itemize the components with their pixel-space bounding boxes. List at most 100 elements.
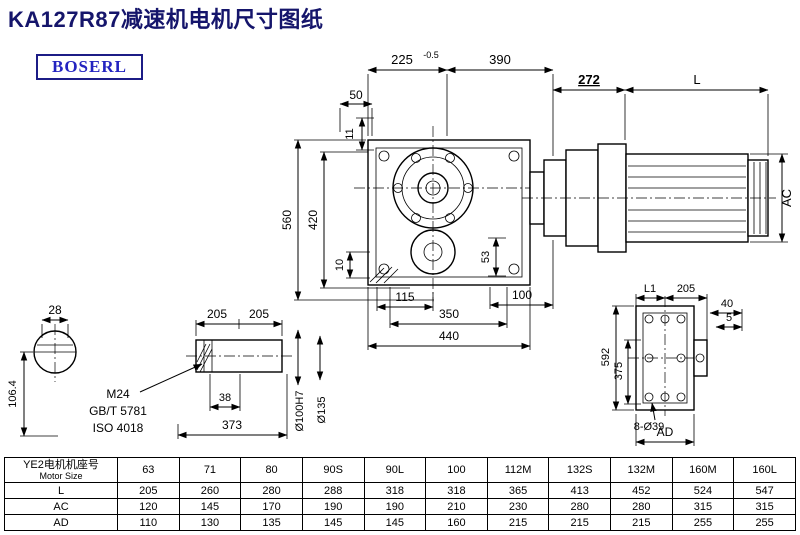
motor-frame-column-header: 132S [548,457,611,483]
dim-38-label: 38 [219,392,231,404]
dimension-value-cell: 215 [610,514,673,531]
dim-373-label: 373 [222,418,242,432]
top-dimensions: 225 -0.5 390 272 L 50 11 [339,50,769,156]
dimension-value-cell: 230 [486,498,550,515]
dim-272-label: 272 [578,72,600,87]
dimension-value-cell: 190 [363,498,427,515]
dimension-value-cell: 170 [240,498,303,515]
motor-frame-column-header: 112M [486,457,550,483]
corner-label-en: Motor Size [39,471,83,482]
dim-100-label: 100 [512,288,532,302]
dimension-value-cell: 160 [425,514,488,531]
dim-50-label: 50 [349,88,363,102]
dim-560-label: 560 [280,210,294,230]
dimension-value-cell: 145 [363,514,427,531]
dimension-value-cell: 205 [117,482,180,499]
dimension-value-cell: 215 [548,514,611,531]
dim-8-phi39-label: 8-Ø39 [634,421,665,433]
dim-l1-label: L1 [644,283,656,295]
page-title: KA127R87减速机电机尺寸图纸 [8,7,324,32]
dim-420-label: 420 [306,210,320,230]
dimension-value-cell: 318 [363,482,427,499]
dimension-value-cell: 255 [671,514,735,531]
dim-28-label: 28 [48,303,62,317]
dim-40-label: 40 [721,298,733,310]
thread-spec-iso: ISO 4018 [93,421,144,435]
dimension-value-cell: 280 [240,482,303,499]
dim-592-label: 592 [600,348,612,366]
dimension-value-cell: 145 [178,498,242,515]
output-flange-view: L1 205 40 5 592 375 8-Ø39 AD [600,283,743,446]
dimension-value-cell: 318 [425,482,488,499]
gearbox-front-view [354,126,548,302]
dimension-value-cell: 452 [610,482,673,499]
dimension-value-cell: 210 [425,498,488,515]
dimension-value-cell: 315 [733,498,796,515]
bottom-dimensions: 115 53 100 350 440 [367,237,554,350]
row-label-cell: AC [4,498,118,515]
dim-11-label: 11 [344,128,356,139]
dim-205a-label: 205 [207,307,227,321]
dim-350-label: 350 [439,307,459,321]
brand-logo: BOSERL [36,54,143,80]
dimension-value-cell: 260 [178,482,242,499]
dim-l-label: L [693,72,700,87]
dim-106-4-label: 106.4 [7,380,19,408]
motor-frame-column-header: 160M [671,457,735,483]
corner-label-cn: YE2电机机座号 [23,458,99,471]
dim-375-label: 375 [613,362,625,380]
dimension-value-cell: 190 [301,498,365,515]
row-label-cell: AD [4,514,118,531]
left-dimensions: 560 420 10 [280,139,434,301]
dim-225-label: 225 [391,52,413,67]
dimension-value-cell: 120 [117,498,180,515]
motor-frame-column-header: 90L [363,457,427,483]
table-corner-cell: YE2电机机座号 Motor Size [4,457,118,483]
dim-phi100-label: Ø100H7 [294,391,306,432]
motor-frame-column-header: 71 [178,457,242,483]
dim-225-tolerance: -0.5 [423,50,439,60]
motor-frame-column-header: 90S [301,457,365,483]
thread-spec-m24: M24 [106,387,130,401]
dim-205c-label: 205 [677,283,695,295]
dim-5-label: 5 [726,312,732,324]
dimension-value-cell: 280 [548,498,611,515]
dimension-value-cell: 280 [610,498,673,515]
dim-440-label: 440 [439,329,459,343]
dimension-value-cell: 524 [671,482,735,499]
motor-frame-column-header: 160L [733,457,796,483]
dimension-value-cell: 130 [178,514,242,531]
dim-phi135-label: Ø135 [316,397,328,424]
dimension-value-cell: 145 [301,514,365,531]
motor-frame-column-header: 80 [240,457,303,483]
motor-frame-column-header: 132M [610,457,673,483]
motor-side-view: AC [522,143,794,253]
dim-205b-label: 205 [249,307,269,321]
dimension-value-cell: 288 [301,482,365,499]
dim-ac-label: AC [779,189,794,207]
dim-115-label: 115 [395,290,414,304]
dimension-value-cell: 110 [117,514,180,531]
dimension-value-cell: 365 [486,482,550,499]
dimension-value-cell: 315 [671,498,735,515]
dim-10-label: 10 [334,259,346,271]
dim-ad-label: AD [657,425,674,439]
motor-frame-column-header: 63 [117,457,180,483]
motor-frame-column-header: 100 [425,457,488,483]
dim-53-label: 53 [480,251,492,263]
shaft-side-view: 205 205 M24 GB/T 5781 ISO 4018 38 373 Ø1… [89,307,328,439]
shaft-end-view: 28 106.4 [7,303,77,437]
technical-drawing: AC 225 -0.5 390 272 L 50 11 560 420 [7,50,794,446]
dimension-value-cell: 215 [486,514,550,531]
row-label-cell: L [4,482,118,499]
dim-390-label: 390 [489,52,511,67]
dimension-value-cell: 547 [733,482,796,499]
dimension-value-cell: 135 [240,514,303,531]
dimension-value-cell: 255 [733,514,796,531]
dimension-value-cell: 413 [548,482,611,499]
